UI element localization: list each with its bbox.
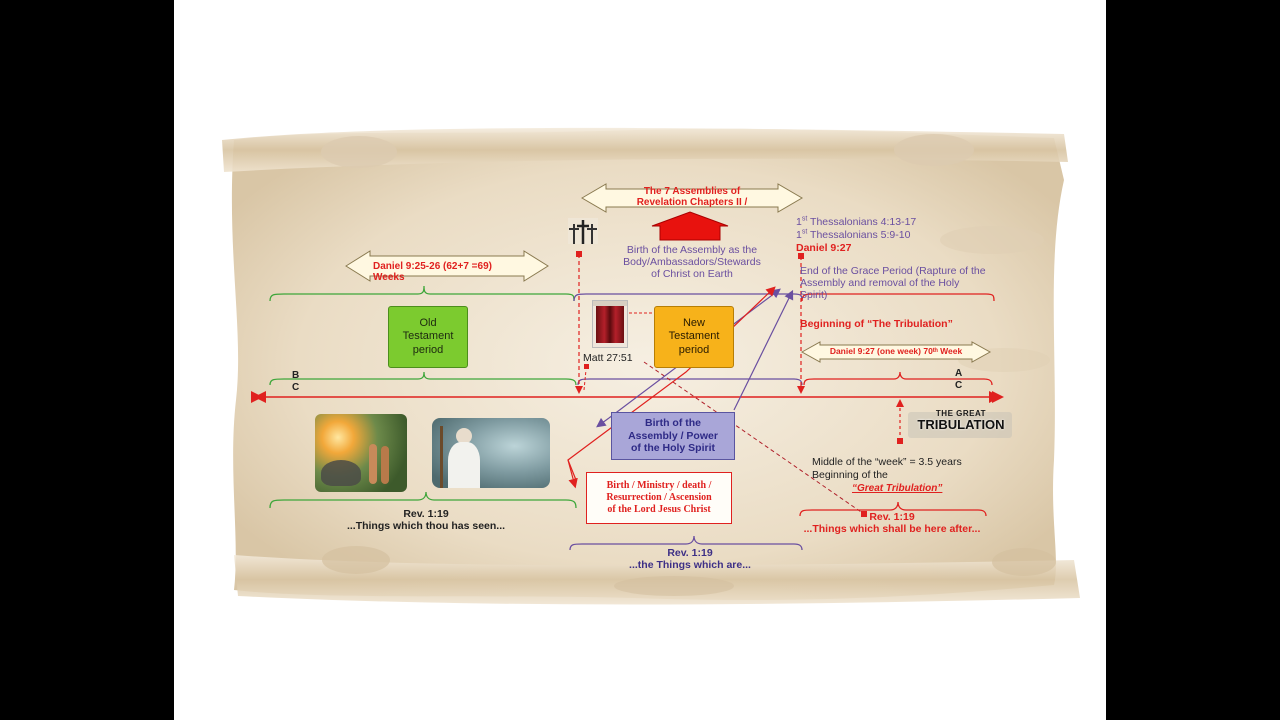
house-arrow-icon bbox=[651, 211, 729, 241]
new-testament-line1: New bbox=[682, 317, 705, 330]
daniel-927-ref: Daniel 9:27 bbox=[796, 242, 852, 254]
assemblies-line2: Revelation Chapters II / bbox=[636, 197, 748, 209]
lord-jesus-box: Birth / Ministry / death / Resurrection … bbox=[586, 472, 732, 524]
great-tribulation-logo: THE GREAT TRIBULATION bbox=[910, 409, 1012, 433]
grace-line2: Assembly and removal of the Holy bbox=[800, 276, 960, 289]
new-testament-line3: period bbox=[678, 343, 710, 356]
grace-line3: Spirit) bbox=[800, 288, 828, 301]
crosses-icon bbox=[568, 218, 598, 244]
matt-ref: Matt 27:51 bbox=[583, 352, 633, 364]
daniel-one-week-banner-shape bbox=[800, 341, 992, 363]
old-testament-line1: Old bbox=[419, 317, 437, 330]
thess-ref-1: 1st Thessalonians 4:13-17 bbox=[796, 215, 917, 228]
birth-assembly-line1: Birth of the Assembly as the bbox=[626, 244, 758, 256]
timeline-label-b: B bbox=[292, 370, 300, 381]
middle-week-line1: Middle of the “week” = 3.5 years bbox=[812, 456, 962, 468]
rev-seen-ref: Rev. 1:19 bbox=[403, 508, 449, 520]
top-brackets bbox=[269, 285, 995, 302]
rev-seen: Rev. 1:19 ...Things which thou has seen.… bbox=[320, 508, 532, 533]
holy-spirit-line2: Assembly / Power bbox=[628, 429, 718, 442]
daniel-weeks-line2: Weeks bbox=[373, 272, 405, 284]
timeline-label-c-right: C bbox=[955, 380, 963, 391]
timeline-label-a: A bbox=[955, 368, 963, 379]
lord-line2: Resurrection / Ascension bbox=[606, 492, 712, 503]
veil-image bbox=[592, 300, 628, 348]
rev-after-text: ...Things which shall be here after... bbox=[803, 522, 981, 535]
great-trib-main: TRIBULATION bbox=[917, 416, 1005, 432]
daniel-weeks-line1: Daniel 9:25-26 (62+7 =69) bbox=[373, 261, 492, 272]
timeline-label-c-left: C bbox=[292, 382, 300, 393]
old-testament-line2: Testament bbox=[402, 330, 454, 343]
prophet-image bbox=[432, 418, 550, 488]
great-tribulation-term: “Great Tribulation” bbox=[852, 483, 943, 494]
rev-after: Rev. 1:19 ...Things which shall be here … bbox=[786, 511, 998, 536]
rev-are: Rev. 1:19 ...the Things which are... bbox=[584, 547, 796, 572]
scroll-graphics bbox=[222, 127, 1080, 605]
rev-after-ref: Rev. 1:19 bbox=[869, 511, 915, 523]
holy-spirit-line1: Birth of the bbox=[645, 417, 701, 430]
tribulation-begin-text: Beginning of “The Tribulation” bbox=[800, 318, 953, 330]
rev-are-ref: Rev. 1:19 bbox=[667, 547, 713, 559]
thess-ref-2: 1st Thessalonians 5:9-10 bbox=[796, 228, 911, 241]
grace-line1: End of the Grace Period (Rapture of the bbox=[800, 265, 986, 277]
new-testament-line2: Testament bbox=[668, 330, 720, 343]
lord-line3: of the Lord Jesus Christ bbox=[607, 504, 711, 515]
middle-week-line2: Beginning of the bbox=[812, 469, 888, 481]
bottom-brackets bbox=[269, 491, 987, 551]
assemblies-banner-shape bbox=[581, 183, 803, 213]
new-testament-box: New Testament period bbox=[654, 306, 734, 368]
lord-line1: Birth / Ministry / death / bbox=[606, 480, 712, 491]
slide: The 7 Assemblies of Revelation Chapters … bbox=[174, 0, 1106, 720]
birth-assembly-line2: Body/Ambassadors/Stewards bbox=[623, 255, 761, 268]
grace-period-text: End of the Grace Period (Rapture of the … bbox=[800, 265, 986, 301]
holy-spirit-box: Birth of the Assembly / Power of the Hol… bbox=[611, 412, 735, 460]
birth-assembly-text: Birth of the Assembly as the Body/Ambass… bbox=[594, 244, 790, 280]
daniel-weeks-banner: Daniel 9:25-26 (62+7 =69) Weeks bbox=[373, 261, 492, 283]
old-testament-line3: period bbox=[412, 343, 444, 356]
old-testament-box: Old Testament period bbox=[388, 306, 468, 368]
rev-seen-text: ...Things which thou has seen... bbox=[346, 519, 506, 532]
birth-assembly-line3: of Christ on Earth bbox=[651, 267, 733, 280]
holy-spirit-line3: of the Holy Spirit bbox=[631, 442, 715, 455]
daniel-weeks-banner-shape bbox=[345, 250, 549, 282]
assemblies-banner: The 7 Assemblies of Revelation Chapters … bbox=[606, 186, 778, 208]
assemblies-line1: The 7 Assemblies of bbox=[643, 186, 741, 197]
garden-image bbox=[315, 414, 407, 492]
rev-are-text: ...the Things which are... bbox=[629, 558, 751, 571]
great-trib-top: THE GREAT bbox=[935, 409, 987, 418]
daniel-one-week-banner: Daniel 9:27 (one week) 70ᵗʰ Week bbox=[829, 346, 963, 356]
